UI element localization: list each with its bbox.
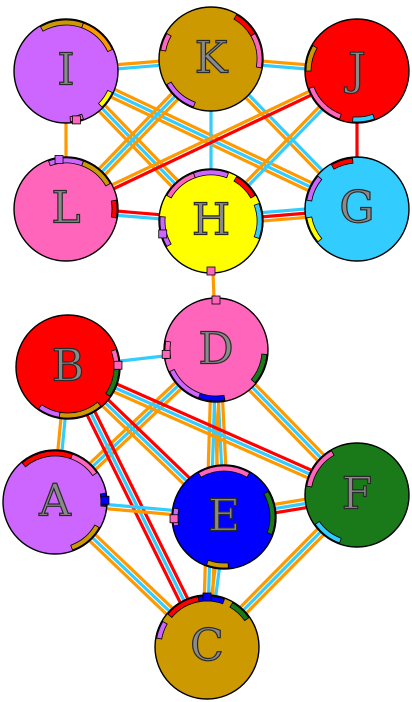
node-label: F [342,469,373,520]
edge-strand [65,369,356,501]
rim-arc [253,203,263,239]
node-g[interactable]: G [304,156,410,262]
port-marker [158,229,168,239]
node-i[interactable]: I [13,18,119,125]
rim-arc [263,490,276,535]
node-label: C [190,621,224,672]
port-marker [169,514,179,524]
rim-arc [250,32,263,69]
node-c[interactable]: C [154,592,260,700]
node-label: H [192,195,230,246]
rim-arc [352,113,375,123]
rim-arc [169,368,201,399]
rim-arc [314,520,342,544]
node-label: A [38,476,72,527]
rim-arc [160,32,172,52]
port-marker [71,115,81,125]
node-label: J [344,45,366,96]
node-label: L [51,183,80,234]
node-d[interactable]: D [161,295,269,403]
node-circle [13,156,119,262]
node-e[interactable]: E [169,464,277,570]
node-j[interactable]: J [304,18,410,124]
port-marker [161,349,171,359]
rim-arc [306,216,323,243]
node-circle [304,18,410,124]
rim-arc [97,89,113,108]
node-layer: I K J L H G D B A E F C [2,6,410,700]
port-marker [100,495,110,505]
edge-J-L [64,67,359,213]
rim-arc [193,169,229,179]
node-circle [158,6,264,112]
node-label: I [57,45,74,96]
rim-arc [229,602,250,622]
node-k[interactable]: K [158,6,264,112]
node-label: E [208,491,240,542]
node-circle [304,442,410,548]
node-a[interactable]: A [2,449,110,555]
rim-arc [70,453,98,477]
node-circle [13,18,119,124]
rim-arc [110,199,118,219]
node-b[interactable]: B [15,314,123,420]
port-marker [211,295,221,305]
rim-arc [38,404,61,418]
node-l[interactable]: L [13,155,119,262]
rim-arc [305,44,318,72]
edge-strand [64,67,357,209]
edge-strand [69,361,360,493]
node-label: D [198,324,233,375]
node-label: K [195,33,229,84]
rim-arc [250,353,268,384]
node-circle [304,156,410,262]
rim-arc [330,157,354,170]
port-marker [202,592,212,602]
port-marker [113,360,123,370]
rim-arc [166,81,196,108]
node-h[interactable]: H [158,168,264,276]
edge-strand [66,71,359,213]
node-label: B [52,341,84,392]
port-marker [54,155,64,164]
rim-arc [81,22,113,53]
node-f[interactable]: F [304,442,410,548]
rim-arc [197,465,251,478]
rim-arc [306,450,335,488]
rim-arc [233,176,256,199]
rim-arc [105,366,120,397]
node-label: G [339,183,374,234]
rim-arc [81,160,111,187]
rim-arc [156,620,168,640]
rim-arc [306,175,323,202]
port-marker [206,266,216,276]
rim-arc [308,86,342,120]
rim-arc [206,559,229,569]
rim-arc [70,524,100,551]
